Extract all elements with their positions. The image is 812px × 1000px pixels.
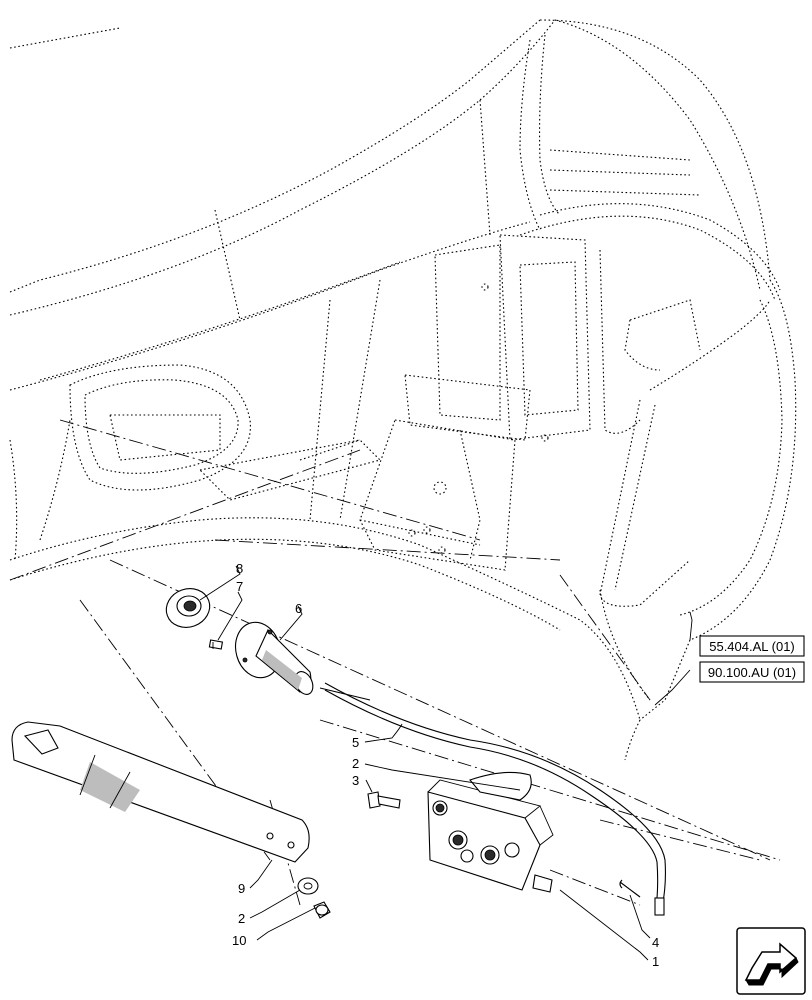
callout-2-lower: 2 [238, 911, 245, 926]
part-10-nut [313, 901, 331, 919]
callout-2-upper: 2 [352, 756, 359, 771]
part-6-sleeve [234, 621, 314, 695]
callout-3: 3 [352, 773, 359, 788]
callout-5: 5 [352, 735, 359, 750]
callout-1: 1 [652, 954, 659, 969]
machine-outline [9, 19, 797, 761]
reference-box-55-404-al[interactable]: 55.404.AL (01) [699, 635, 805, 657]
svg-text:55.404.AL (01): 55.404.AL (01) [709, 639, 795, 654]
part-1-latch [427, 771, 554, 893]
assembly-lines [9, 419, 781, 906]
callout-leaders [199, 565, 693, 961]
callout-9: 9 [238, 881, 245, 896]
callout-4: 4 [652, 935, 659, 950]
part-4-pin [619, 879, 641, 898]
part-2-washer [297, 877, 319, 895]
part-5-cable [319, 682, 666, 916]
reference-boxes: 55.404.AL (01) 90.100.AU (01) [699, 635, 805, 683]
part-9-handle [11, 721, 310, 863]
part-8-cap [165, 588, 211, 628]
reference-box-90-100-au[interactable]: 90.100.AU (01) [699, 661, 805, 683]
callout-8: 8 [236, 561, 243, 576]
arrow-navigation-icon[interactable] [736, 927, 806, 995]
callout-labels: 8 7 6 5 2 3 9 2 10 4 1 [232, 561, 659, 969]
part-7-bolt [208, 639, 224, 650]
part-3-screw [367, 791, 401, 809]
svg-text:90.100.AU (01): 90.100.AU (01) [708, 665, 796, 680]
callout-6: 6 [295, 601, 302, 616]
callout-10: 10 [232, 933, 246, 948]
callout-7: 7 [236, 579, 243, 594]
